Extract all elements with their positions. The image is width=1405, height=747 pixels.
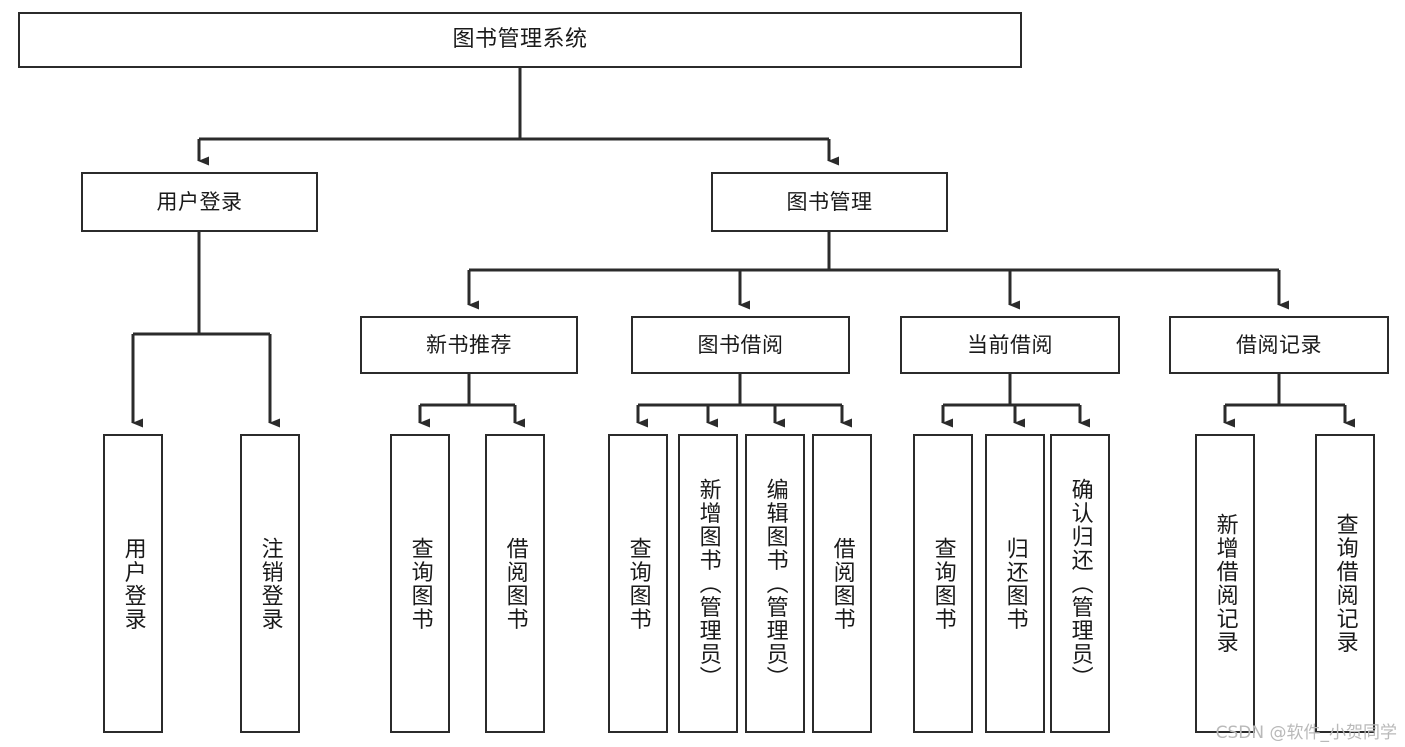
node-leaf-borrow-edit[interactable]: 编辑图书（管理员） [745,434,805,733]
node-leaf-borrow-borrow[interactable]: 借阅图书 [812,434,872,733]
node-book-borrow[interactable]: 图书借阅 [631,316,850,374]
node-leaf-current-return[interactable]: 归还图书 [985,434,1045,733]
node-user-login[interactable]: 用户登录 [81,172,318,232]
node-leaf-rec-query-label: 查询图书 [407,536,433,631]
node-leaf-record-add-label: 新增借阅记录 [1212,513,1238,654]
node-leaf-rec-borrow[interactable]: 借阅图书 [485,434,545,733]
node-leaf-borrow-add-label: 新增图书（管理员） [695,477,721,690]
csdn-watermark: CSDN @软件_小贺同学 [1215,723,1397,743]
node-root-label: 图书管理系统 [452,27,588,53]
node-leaf-record-query-label: 查询借阅记录 [1332,513,1358,654]
node-leaf-current-confirm[interactable]: 确认归还（管理员） [1050,434,1110,733]
node-leaf-borrow-edit-label: 编辑图书（管理员） [762,477,788,690]
node-leaf-borrow-add[interactable]: 新增图书（管理员） [678,434,738,733]
node-new-book-rec-label: 新书推荐 [426,332,512,357]
node-user-login-label: 用户登录 [156,189,243,214]
node-leaf-current-query-label: 查询图书 [930,536,956,631]
node-leaf-rec-query[interactable]: 查询图书 [390,434,450,733]
node-leaf-record-add[interactable]: 新增借阅记录 [1195,434,1255,733]
node-book-manage-label: 图书管理 [786,189,873,214]
node-leaf-borrow-borrow-label: 借阅图书 [829,536,855,631]
node-leaf-user-logout[interactable]: 注销登录 [240,434,300,733]
node-leaf-user-login-label: 用户登录 [120,536,146,631]
node-leaf-user-logout-label: 注销登录 [257,536,283,631]
node-root[interactable]: 图书管理系统 [18,12,1022,68]
node-book-borrow-label: 图书借阅 [697,332,784,357]
node-new-book-rec[interactable]: 新书推荐 [360,316,578,374]
node-leaf-borrow-query[interactable]: 查询图书 [608,434,668,733]
node-book-manage[interactable]: 图书管理 [711,172,948,232]
node-borrow-record[interactable]: 借阅记录 [1169,316,1389,374]
node-current-borrow[interactable]: 当前借阅 [900,316,1120,374]
node-leaf-borrow-query-label: 查询图书 [625,536,651,631]
node-leaf-record-query[interactable]: 查询借阅记录 [1315,434,1375,733]
node-current-borrow-label: 当前借阅 [967,332,1053,357]
node-leaf-rec-borrow-label: 借阅图书 [502,536,528,631]
node-leaf-current-return-label: 归还图书 [1002,536,1028,631]
node-leaf-user-login[interactable]: 用户登录 [103,434,163,733]
node-leaf-current-query[interactable]: 查询图书 [913,434,973,733]
node-borrow-record-label: 借阅记录 [1236,332,1322,357]
node-leaf-current-confirm-label: 确认归还（管理员） [1067,477,1093,690]
